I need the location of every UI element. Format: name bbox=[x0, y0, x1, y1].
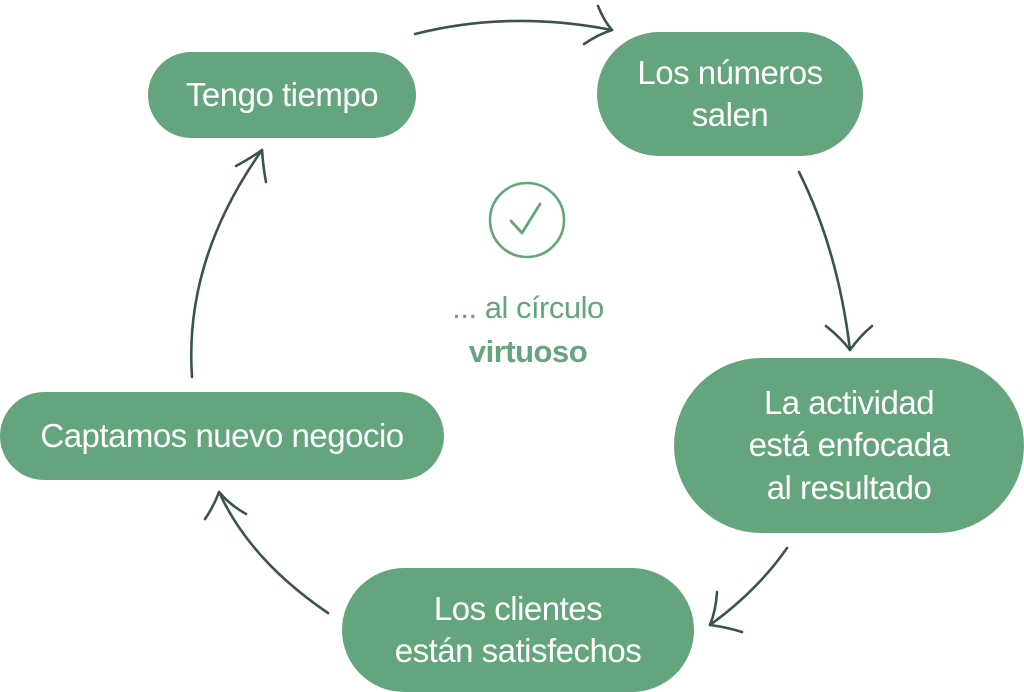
center-caption: ... al círculo virtuoso bbox=[400, 286, 656, 374]
node-numeros-salen-line-2: salen bbox=[691, 96, 769, 133]
node-actividad-enfocada: La actividad está enfocada al resultado bbox=[674, 358, 1024, 533]
node-numeros-salen-line-1: Los números bbox=[637, 53, 823, 91]
node-actividad-line-3: al resultado bbox=[766, 468, 932, 506]
node-clientes-satisfechos: Los clientes están satisfechos bbox=[342, 568, 694, 692]
node-nuevo-negocio: Captamos nuevo negocio bbox=[0, 392, 444, 480]
node-clientes-line-2: están satisfechos bbox=[394, 632, 642, 669]
node-tengo-tiempo: Tengo tiempo bbox=[148, 52, 416, 138]
arrow-clientes-to-negocio bbox=[203, 490, 330, 615]
node-numeros-salen: Los números salen bbox=[597, 32, 863, 156]
node-clientes-line-1: Los clientes bbox=[433, 589, 603, 627]
arrow-tiempo-to-numeros bbox=[413, 4, 614, 46]
check-circle-icon bbox=[488, 181, 566, 259]
arrow-negocio-to-tiempo bbox=[190, 148, 268, 379]
node-tengo-tiempo-line-1: Tengo tiempo bbox=[185, 75, 379, 113]
center-caption-line-2: virtuoso bbox=[468, 334, 588, 369]
center-caption-line-1: ... al círculo bbox=[452, 290, 604, 325]
arrow-actividad-to-clientes bbox=[708, 546, 789, 634]
node-actividad-line-1: La actividad bbox=[763, 384, 935, 422]
node-actividad-line-2: está enfocada bbox=[748, 426, 950, 464]
node-nuevo-negocio-line-1: Captamos nuevo negocio bbox=[40, 416, 404, 454]
arrow-numeros-to-actividad bbox=[797, 170, 874, 352]
